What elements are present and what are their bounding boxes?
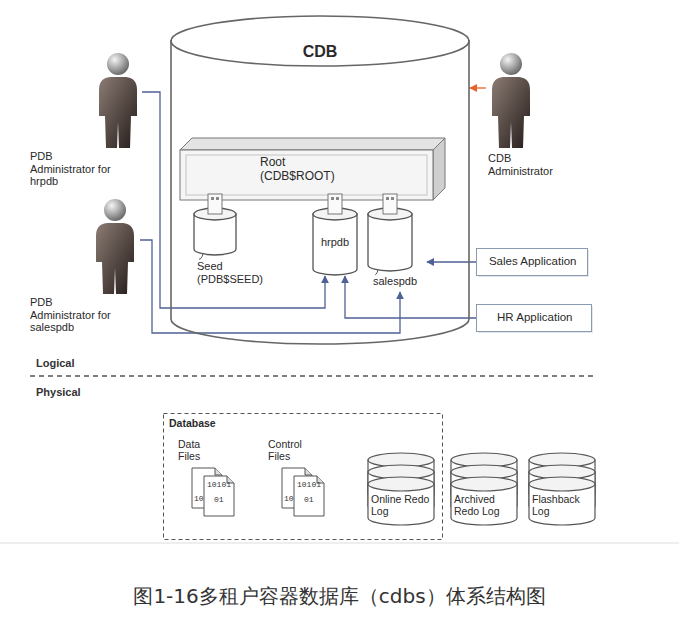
node-label: PDB Administrator for salespdb [30,296,115,334]
database-boundary: DatabaseData Files Control FilesOnline Re… [163,413,443,540]
node-label: Online Redo Log [371,493,431,517]
root-container-art [180,138,445,200]
pdb-cylinder-art [313,194,357,275]
connector-arrow [140,240,400,333]
text-block: Control Files [268,438,318,462]
text-block: hrpdb [312,236,358,249]
pdb-cylinder-outline [312,194,358,276]
pdb-cylinder-art [368,194,412,275]
binary-digits: 10101 [297,481,321,490]
cdb-cylinder: CDB Root (CDB$ROOT) Seed (PDB$SEED) hrpdb sa… [170,15,470,345]
node-label: HR Application [497,311,572,324]
node-label: Data Files [178,438,222,462]
administrator-figure-art [492,53,530,148]
text-block: Root (CDB$ROOT) [260,156,352,184]
file-icon-art [192,468,234,516]
database-boundary-art [164,414,443,540]
application-box-art [477,305,594,334]
node-label: Control Files [268,438,318,462]
node-label: Root (CDB$ROOT) [260,156,352,184]
text-block: Flashback Log [532,493,592,517]
log-disks-art [529,453,595,525]
text-block: CDB [170,43,470,61]
binary-digits: 10 [194,495,204,504]
text-block: PDB Administrator for salespdb [30,296,115,334]
connector-arrow [345,276,476,318]
text-block: Seed (PDB$SEED) [197,260,271,285]
log-disks: Archived Redo Log [450,452,518,526]
figure-caption: 图1-16多租户容器数据库（cdbs）体系结构图 [0,583,679,610]
layer-label: Logical [36,357,75,369]
node-label: Seed (PDB$SEED) [197,260,271,285]
node-label: PDB Administrator for hrpdb [30,150,115,188]
connector-arrow [470,87,486,88]
text-block: PDB Administrator for hrpdb [30,150,115,188]
seed-pdb: Seed (PDB$SEED) [193,194,274,294]
node-label: salespdb [373,275,417,288]
file-icon: Control Files [262,438,348,520]
cdb-cylinder-art [171,16,469,344]
pdb-cylinder: hrpdb [312,194,358,276]
binary-digits: 01 [304,496,314,505]
binary-digits: 01 [214,496,224,505]
node-label: Sales Application [489,255,577,268]
file-icon: Data Files [172,438,258,520]
text-block: Data Files [178,438,222,462]
node-label: hrpdb [321,236,349,249]
file-icon-art [282,468,324,516]
log-disks-art [451,453,517,525]
administrator-figure-art [99,53,137,148]
layer-label: Physical [36,386,81,398]
binary-digits: 10 [284,495,294,504]
administrator-figure: CDB Administrator [486,52,569,192]
log-disks-art [368,453,434,525]
seed-pdb-art [194,194,236,259]
node-label: Archived Redo Log [454,493,514,517]
node-label: Database [169,417,216,429]
text-block: Database [169,417,289,429]
text-block: Sales Application [488,255,577,268]
pdb-cylinder: salespdb [367,194,427,292]
node-label: CDB Administrator [488,152,566,177]
binary-digits: 10101 [207,481,231,490]
text-block: Online Redo Log [371,493,431,517]
application-box: HR Application [476,304,592,332]
root-container: Root (CDB$ROOT) [180,138,445,200]
node-label: Flashback Log [532,493,592,517]
log-disks: Flashback Log [528,452,596,526]
application-box-art [477,249,590,278]
caption-separator [0,543,679,544]
text-block: CDB Administrator [488,152,566,177]
node-label: CDB [303,43,338,61]
text-block: salespdb [373,275,427,288]
administrator-figure-art [96,199,134,294]
text-block: HR Application [496,311,573,324]
text-block: Archived Redo Log [454,493,514,517]
application-box: Sales Application [476,248,588,276]
log-disks: Online Redo Log [367,452,435,526]
administrator-figure: PDB Administrator for hrpdb [30,52,142,192]
logical-physical-divider [30,375,596,376]
administrator-figure: PDB Administrator for salespdb [30,198,140,338]
